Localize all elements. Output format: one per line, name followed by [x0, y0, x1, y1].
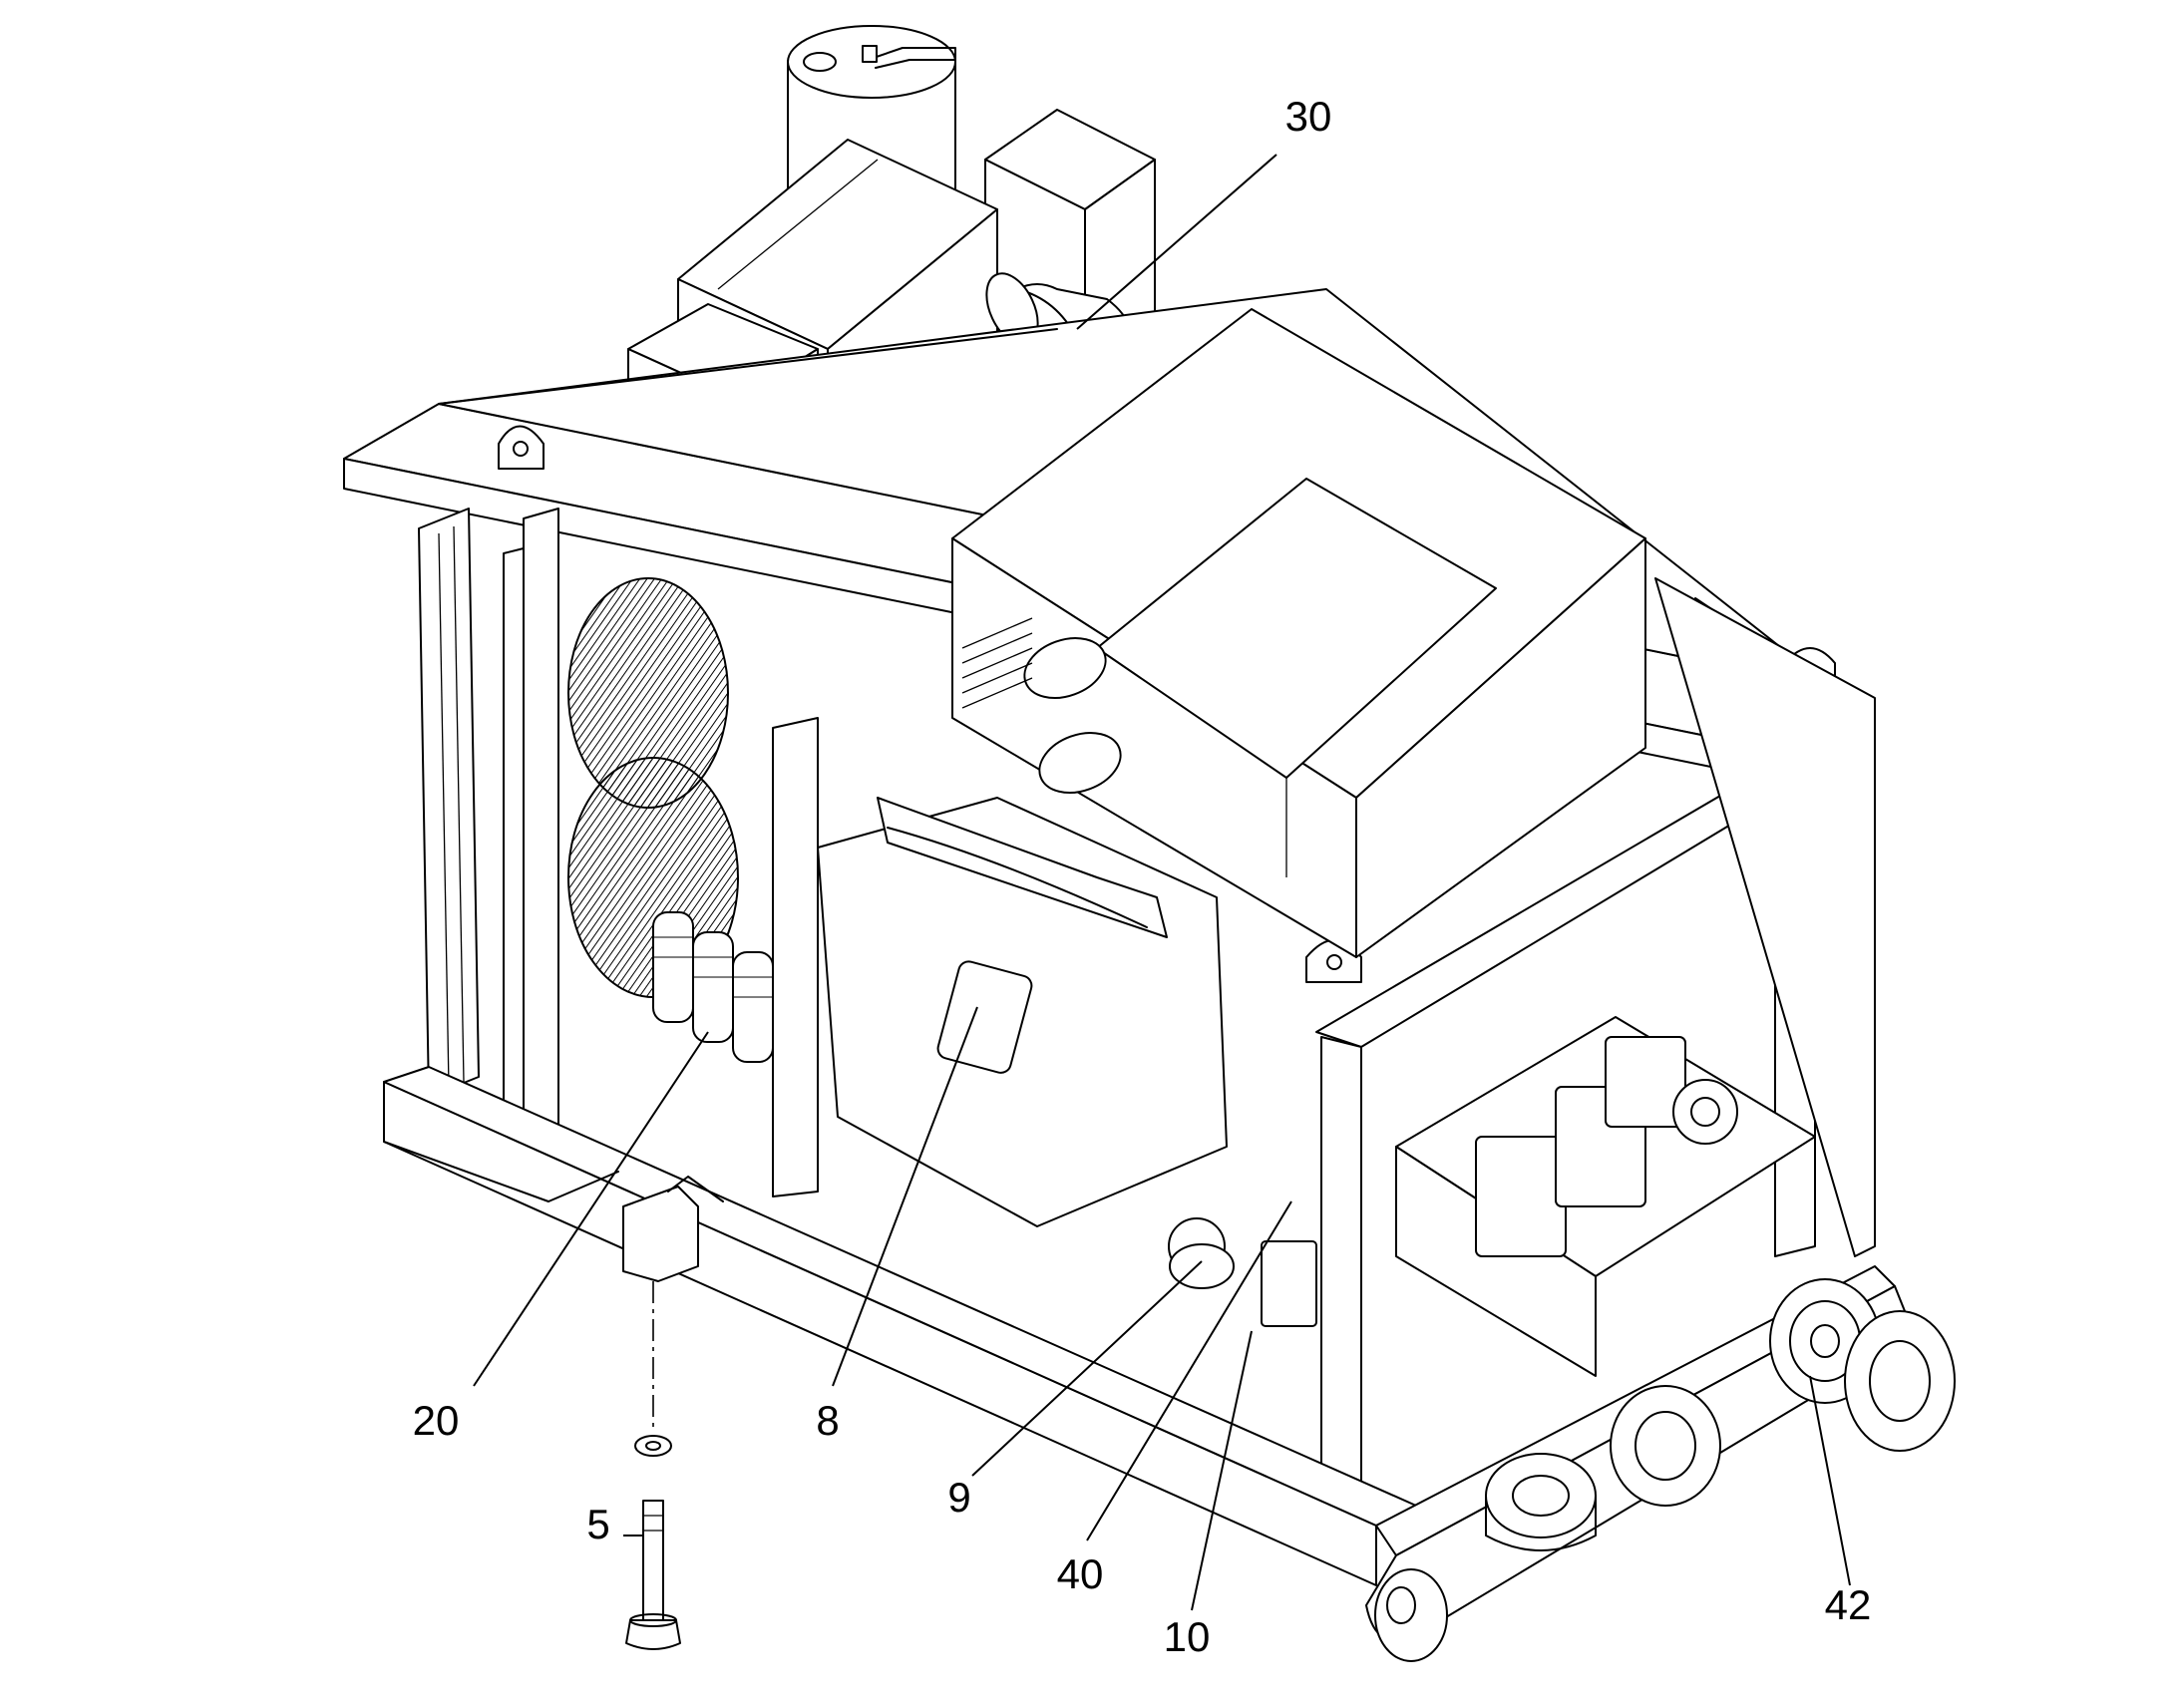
- bolt-assembly: [625, 1281, 681, 1650]
- callout-8: 8: [816, 1397, 839, 1444]
- callout-20: 20: [413, 1397, 460, 1444]
- filters-20: [652, 911, 774, 1063]
- hydraulic-pumps: [1395, 1016, 1956, 1551]
- filter-slots: [961, 617, 1033, 709]
- leader-8: [832, 1006, 978, 1387]
- callout-42: 42: [1825, 1581, 1872, 1628]
- leader-9: [971, 1260, 1203, 1477]
- leader-30: [1076, 154, 1277, 330]
- leader-40: [1086, 1200, 1292, 1541]
- callout-5: 5: [586, 1501, 609, 1547]
- callouts: 30 20 8 9 40 10 42 5: [413, 93, 1872, 1660]
- leader-lines: [473, 154, 1851, 1611]
- callout-9: 9: [947, 1474, 970, 1521]
- engine: [652, 797, 1317, 1327]
- leader-20: [473, 1031, 709, 1387]
- callout-10: 10: [1164, 1613, 1211, 1660]
- air-filter-housing: [951, 308, 1646, 958]
- callout-30: 30: [1285, 93, 1332, 140]
- leader-10: [1191, 1330, 1253, 1611]
- leader-42: [1809, 1375, 1851, 1586]
- callout-40: 40: [1057, 1550, 1104, 1597]
